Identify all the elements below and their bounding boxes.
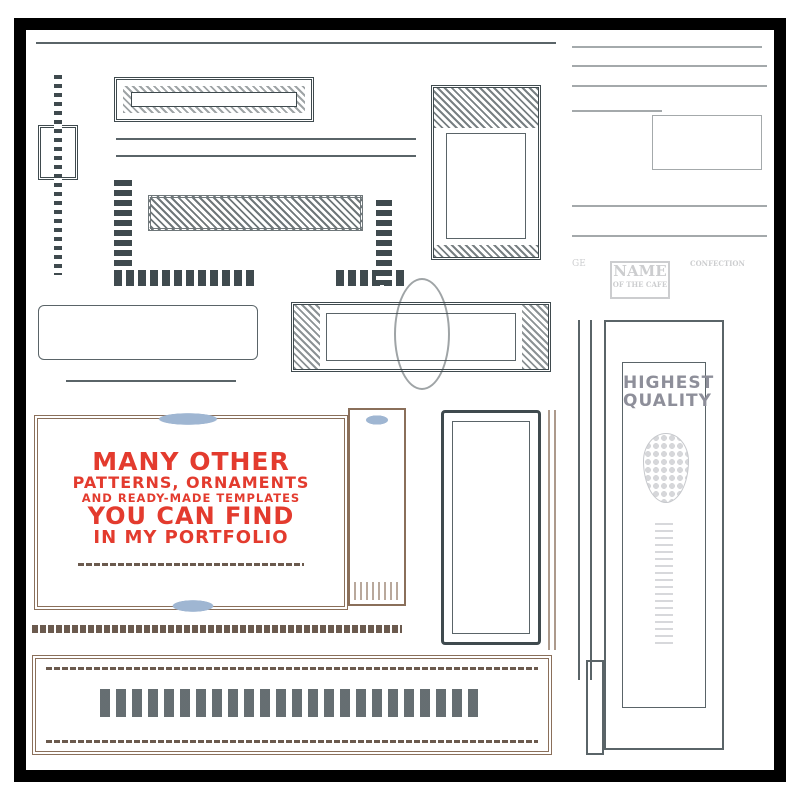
- small-vertical-bracket: [586, 660, 604, 755]
- promo-text: MANY OTHER PATTERNS, ORNAMENTS AND READY…: [38, 447, 344, 549]
- menu-heading-left: GE: [572, 259, 586, 269]
- promo-line-1: MANY OTHER: [92, 447, 290, 476]
- divider-line: [66, 380, 236, 382]
- frame-inner-line: [46, 740, 538, 743]
- label-title-line2: QUALITY: [623, 390, 712, 411]
- patterned-band: [148, 195, 363, 231]
- cafe-name: NAME: [613, 262, 667, 280]
- blue-flower-ornament: [158, 596, 228, 616]
- cartouche-frame: [114, 77, 314, 122]
- top-right-divider: [572, 46, 762, 48]
- promo-line-5: IN MY PORTFOLIO: [93, 527, 289, 549]
- placeholder-text-lines: [655, 523, 673, 647]
- medallion-ornament: [394, 278, 450, 390]
- dark-ornament-band: [100, 689, 484, 717]
- promo-line-3: AND READY-MADE TEMPLATES: [81, 491, 301, 506]
- grape-bunch-icon: [643, 433, 689, 503]
- promo-frame: MANY OTHER PATTERNS, ORNAMENTS AND READY…: [34, 409, 348, 616]
- cafe-menu-template: GE NAME OF THE CAFE CONFECTION: [572, 55, 772, 299]
- bottom-frame: [32, 655, 552, 755]
- horizontal-border-1: [32, 625, 402, 633]
- cafe-subtitle: OF THE CAFE: [612, 280, 668, 289]
- corner-ornament-bottom: [114, 270, 254, 286]
- vertical-scroll-ornament: [54, 75, 62, 275]
- menu-heading-right: CONFECTION: [690, 259, 745, 268]
- label-panel-frame: HIGHEST QUALITY: [604, 320, 724, 750]
- vertical-border-strip: [578, 320, 592, 680]
- label-title-line1: HIGHEST: [623, 373, 715, 393]
- promo-line-2: PATTERNS, ORNAMENTS: [72, 473, 310, 493]
- top-divider: [36, 42, 556, 44]
- blue-flower-ornament: [138, 409, 238, 429]
- corner-ornament-left: [114, 180, 132, 285]
- divider-line: [116, 138, 416, 140]
- image-border: GE NAME OF THE CAFE CONFECTION HIGHEST Q…: [14, 18, 786, 782]
- arch-window-frame: [431, 85, 541, 260]
- art-nouveau-frame: [441, 410, 541, 645]
- promo-line-4: YOU CAN FIND: [87, 502, 295, 531]
- narrow-frame-brown: [348, 408, 406, 606]
- corner-ornament-right: [336, 270, 406, 286]
- banner-frame: [38, 305, 258, 360]
- corner-ornament-vertical: [376, 200, 392, 285]
- divider-line: [116, 155, 416, 157]
- ornament-collection: GE NAME OF THE CAFE CONFECTION HIGHEST Q…: [26, 30, 774, 770]
- frame-inner-line: [46, 667, 538, 670]
- vertical-border-brown: [548, 410, 558, 650]
- promo-divider: [78, 563, 304, 566]
